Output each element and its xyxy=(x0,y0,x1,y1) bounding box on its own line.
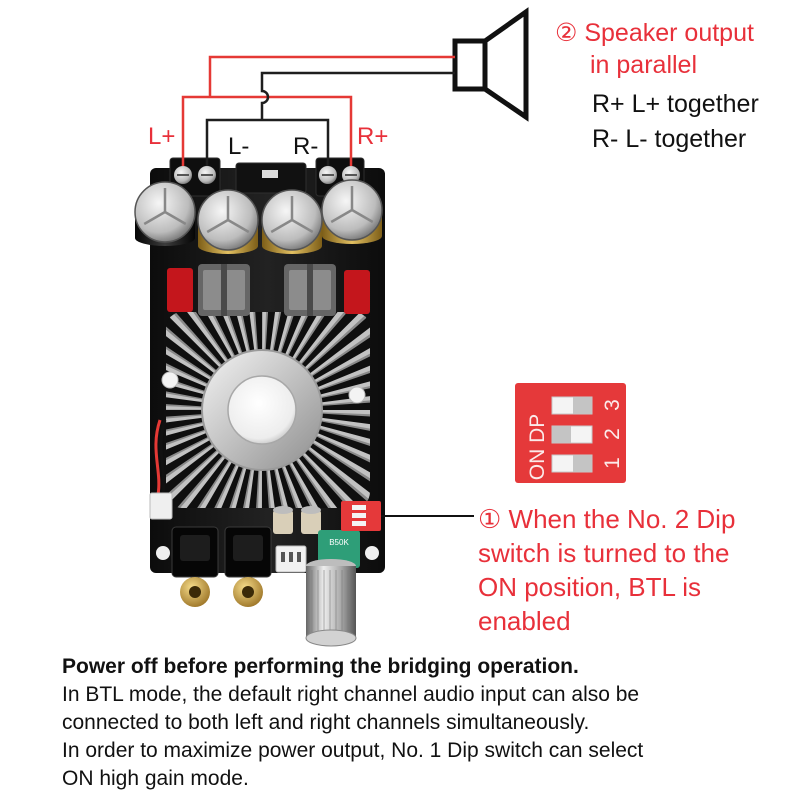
fan-cable xyxy=(154,419,167,496)
standoff-right xyxy=(348,386,366,404)
footer-warning: Power off before performing the bridging… xyxy=(62,655,579,678)
speaker-note-heading-cont: in parallel xyxy=(590,51,698,79)
speaker-note-line-2: R- L- together xyxy=(592,125,747,153)
footer-line-2: connected to both left and right channel… xyxy=(62,711,590,734)
dip-zoom-side-label: ON DP xyxy=(526,413,549,481)
film-capacitor-right xyxy=(344,270,370,314)
dip-note: ① When the No. 2 Dip switch is turned to… xyxy=(478,502,735,638)
jst-connector xyxy=(275,545,307,573)
dip-switch-zoom xyxy=(515,383,626,483)
speaker-cone xyxy=(482,7,529,122)
speaker-note-heading: ② Speaker output xyxy=(555,19,754,47)
board-dip-switch xyxy=(341,501,381,531)
standoff-left xyxy=(161,371,179,389)
mounting-hole-left xyxy=(156,546,170,560)
dip-zoom-number-1: 1 xyxy=(601,457,624,469)
dip-note-line-4: enabled xyxy=(478,606,571,636)
dip-slider-3 xyxy=(573,397,592,414)
capacitor-2 xyxy=(197,189,259,254)
film-capacitor-left xyxy=(167,268,193,312)
label-l-plus: L+ xyxy=(148,123,176,150)
capacitor-1 xyxy=(134,181,196,246)
footer-line-3: In order to maximize power output, No. 1… xyxy=(62,739,644,762)
dip-note-line-3: ON position, BTL is xyxy=(478,572,702,602)
footer-instructions: Power off before performing the bridging… xyxy=(62,653,643,793)
mounting-hole-right xyxy=(365,546,379,560)
rca-jack-right xyxy=(224,526,272,607)
fan-connector xyxy=(149,492,173,520)
capacitor-4 xyxy=(321,179,383,244)
power-terminal xyxy=(235,162,307,194)
dip-zoom-number-3: 3 xyxy=(601,399,624,411)
capacitor-3 xyxy=(261,189,323,254)
speaker-note-line-1: R+ L+ together xyxy=(592,90,759,118)
potentiometer-body xyxy=(318,530,360,568)
rca-jack-left xyxy=(171,526,219,607)
small-capacitors xyxy=(273,506,321,534)
inductor-left xyxy=(198,264,250,316)
speaker-icon xyxy=(452,7,529,122)
inductor-right xyxy=(284,264,336,316)
red-wire-speaker-plus xyxy=(208,55,455,97)
cooling-fan xyxy=(227,375,297,445)
dip-zoom-number-2: 2 xyxy=(601,428,624,440)
speaker-magnet xyxy=(452,38,488,92)
potentiometer-label: B50K xyxy=(329,538,349,547)
dip-slider-2 xyxy=(552,426,571,443)
black-wire-speaker-minus xyxy=(260,71,455,120)
footer-line-1: In BTL mode, the default right channel a… xyxy=(62,683,640,706)
black-wire-left-right-minus xyxy=(205,118,330,166)
label-r-minus: R- xyxy=(293,133,319,160)
dip-slider-1 xyxy=(573,455,592,472)
label-r-plus: R+ xyxy=(357,123,389,150)
label-l-minus: L- xyxy=(228,133,250,160)
potentiometer: B50K xyxy=(305,530,360,647)
left-screw-terminal xyxy=(169,157,221,197)
speaker-wires xyxy=(181,55,455,166)
dip-note-line-1: ① When the No. 2 Dip xyxy=(478,504,736,534)
heatsink-fins xyxy=(166,312,370,508)
footer-line-4: ON high gain mode. xyxy=(62,767,249,790)
dip-note-line-2: switch is turned to the xyxy=(478,538,730,568)
